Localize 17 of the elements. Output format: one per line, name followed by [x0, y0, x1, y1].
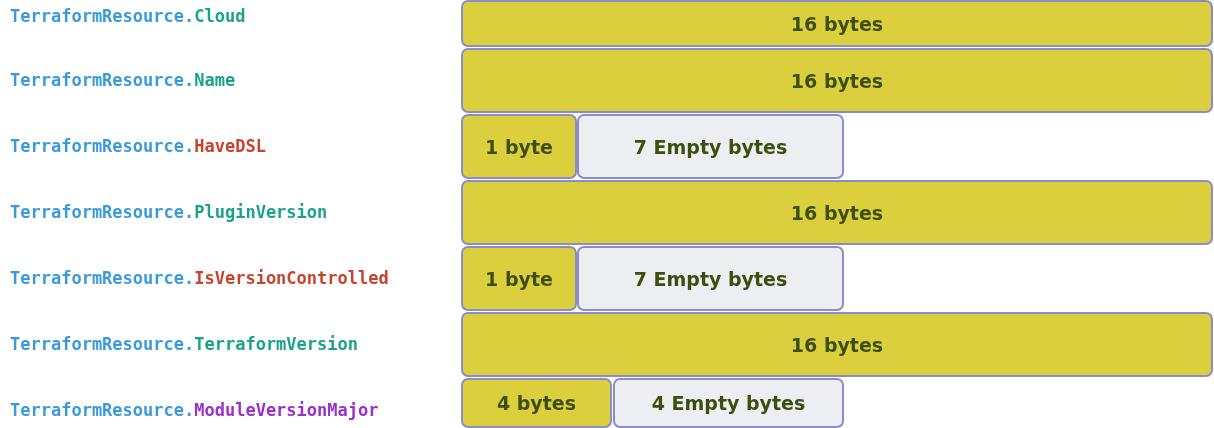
- memory-block: 16 bytes: [461, 180, 1213, 245]
- field-label: TerraformResource.PluginVersion: [10, 202, 328, 222]
- field-label: TerraformResource.IsVersionControlled: [10, 268, 389, 288]
- memory-block: 16 bytes: [461, 312, 1213, 377]
- empty-bytes-block: 7 Empty bytes: [577, 246, 844, 311]
- memory-block: 1 byte: [461, 246, 577, 311]
- memory-block: 16 bytes: [461, 0, 1213, 47]
- memory-block: 1 byte: [461, 114, 577, 179]
- field-label: TerraformResource.Name: [10, 70, 236, 90]
- field-label: TerraformResource.TerraformVersion: [10, 334, 358, 354]
- memory-block: 16 bytes: [461, 48, 1213, 113]
- field-label: TerraformResource.Cloud: [10, 6, 246, 26]
- empty-bytes-block: 7 Empty bytes: [577, 114, 844, 179]
- field-label: TerraformResource.HaveDSL: [10, 136, 266, 156]
- memory-block: 4 bytes: [461, 378, 612, 428]
- field-label: TerraformResource.ModuleVersionMajor: [10, 400, 379, 420]
- empty-bytes-block: 4 Empty bytes: [613, 378, 844, 428]
